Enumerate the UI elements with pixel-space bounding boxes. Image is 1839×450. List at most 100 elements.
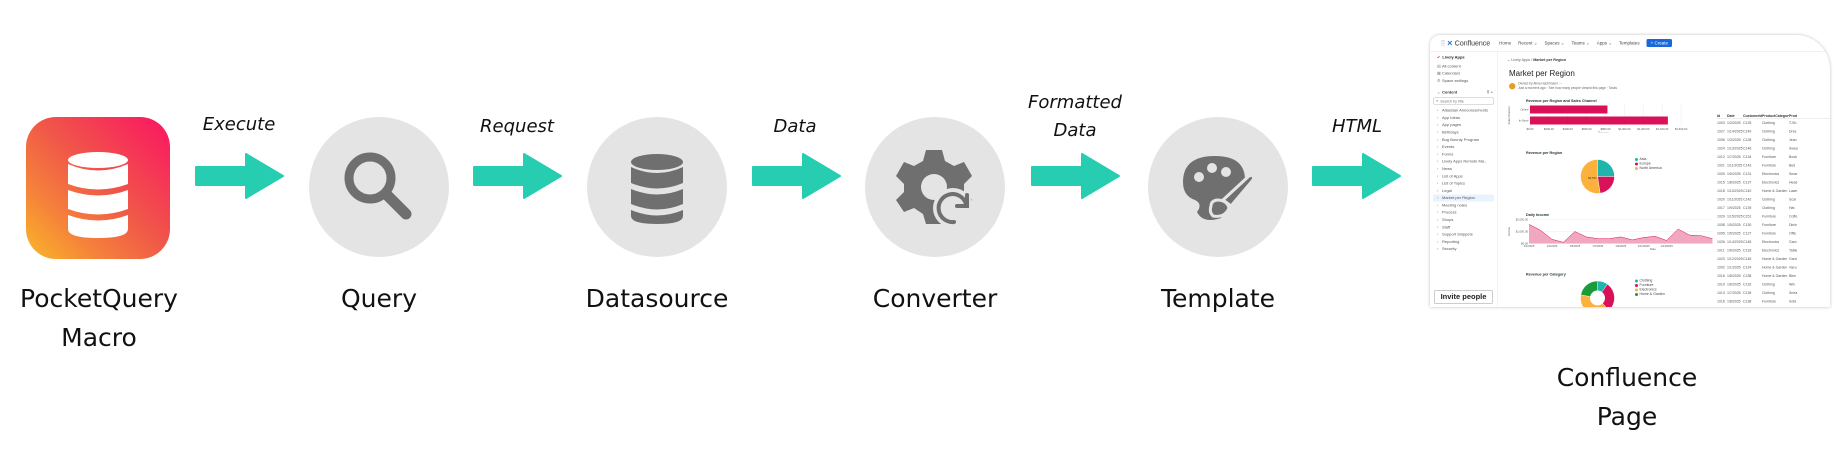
chevron-right-icon[interactable]: › bbox=[1437, 144, 1439, 150]
arrow-request bbox=[473, 153, 562, 199]
sidebar-tree-item[interactable]: ›Process bbox=[1430, 209, 1497, 216]
sidebar: ✔Lively Apps ▤All content ▦Calendars ⚙Sp… bbox=[1430, 51, 1498, 307]
arrow-html bbox=[1312, 153, 1401, 199]
table-cell: 1/11/2025 bbox=[1727, 198, 1743, 202]
chevron-right-icon[interactable]: › bbox=[1437, 239, 1439, 244]
nav-spaces[interactable]: Spaces ⌄ bbox=[1544, 40, 1565, 46]
sidebar-calendars[interactable]: ▦Calendars bbox=[1437, 71, 1461, 76]
nav-recent[interactable]: Recent ⌄ bbox=[1518, 40, 1538, 46]
table-cell: C149 bbox=[1743, 130, 1752, 134]
bar-chart: $0.00$200.00$400.00$600.00$800.00$1,000.… bbox=[1507, 103, 1688, 133]
tree-item-label: Meeting notes bbox=[1442, 202, 1468, 208]
column-header: Date bbox=[1727, 114, 1735, 119]
tree-item-label: List of Topics bbox=[1442, 181, 1466, 186]
tree-item-label: Process bbox=[1442, 210, 1457, 215]
area-fill bbox=[1529, 224, 1713, 244]
table-cell: 1/10/2025 bbox=[1727, 189, 1743, 194]
sidebar-tree-item[interactable]: ›Events bbox=[1430, 143, 1497, 150]
content-section-header[interactable]: ⌄Content⊽ + bbox=[1437, 89, 1493, 95]
sidebar-tree-item[interactable]: ›Meeting notes bbox=[1430, 202, 1497, 209]
sidebar-tree-item[interactable]: ›News bbox=[1430, 165, 1497, 172]
table-cell: 1/5/2025 bbox=[1727, 223, 1741, 228]
table-cell: C137 bbox=[1743, 181, 1752, 185]
label-line: PocketQuery bbox=[20, 284, 178, 313]
breadcrumb-space[interactable]: Lively Apps bbox=[1511, 57, 1531, 63]
chevron-right-icon[interactable]: › bbox=[1437, 188, 1439, 193]
chevron-right-icon[interactable]: › bbox=[1437, 122, 1439, 128]
chevron-right-icon[interactable]: › bbox=[1437, 115, 1439, 120]
nav-home[interactable]: Home bbox=[1499, 40, 1512, 46]
breadcrumb-page[interactable]: Market per Region bbox=[1533, 57, 1567, 63]
chevron-right-icon[interactable]: › bbox=[1437, 232, 1439, 237]
chevron-right-icon[interactable]: › bbox=[1437, 129, 1439, 135]
chevron-right-icon[interactable]: › bbox=[1437, 202, 1439, 208]
legend-item: North America bbox=[1635, 166, 1662, 171]
table-cell: C125 bbox=[1743, 121, 1752, 126]
legend-label: Electronics bbox=[1639, 288, 1657, 292]
sidebar-tree-item[interactable]: ›Atlassian Announcements bbox=[1430, 107, 1497, 114]
sidebar-tree-item[interactable]: ›App Ideas bbox=[1430, 114, 1497, 121]
table-cell: Furniture bbox=[1762, 232, 1777, 236]
sidebar-tree-item[interactable]: ›Reporting bbox=[1430, 238, 1497, 245]
query-label: Query bbox=[341, 284, 417, 313]
sidebar-tree-item[interactable]: ›Security bbox=[1430, 245, 1497, 252]
table-cell: C146 bbox=[1743, 147, 1752, 151]
table-cell: Furniture bbox=[1762, 223, 1777, 228]
sidebar-tree-item[interactable]: ›Support Snippets bbox=[1430, 231, 1497, 238]
sidebar-tree-item[interactable]: ›App pages bbox=[1430, 121, 1497, 128]
sidebar-tree-item[interactable]: ›Birthdays bbox=[1430, 129, 1497, 136]
sidebar-tree-item[interactable]: ›Bug Bounty Program bbox=[1430, 136, 1497, 143]
y-tick-label: $1,000.00 bbox=[1516, 230, 1529, 234]
sidebar-all-content[interactable]: ▤All content bbox=[1437, 63, 1461, 69]
breadcrumb: ⌄ Lively Apps / Market per Region bbox=[1507, 57, 1567, 63]
chevron-right-icon[interactable]: › bbox=[1437, 166, 1439, 171]
chevron-right-icon[interactable]: › bbox=[1437, 246, 1439, 252]
nav-templates[interactable]: Templates bbox=[1619, 40, 1640, 46]
chevron-right-icon[interactable]: › bbox=[1437, 217, 1439, 223]
chevron-right-icon[interactable]: › bbox=[1437, 210, 1439, 215]
sidebar-tree-item[interactable]: ›Forms bbox=[1430, 150, 1497, 157]
sidebar-tree-item[interactable]: ›Legal bbox=[1430, 187, 1497, 194]
chevron-right-icon[interactable]: › bbox=[1437, 173, 1439, 179]
chevron-right-icon[interactable]: › bbox=[1437, 224, 1439, 230]
confluence-header: ⁞⁞✕Confluence Home Recent ⌄ Spaces ⌄ Tea… bbox=[1430, 35, 1830, 52]
sidebar-tree-item[interactable]: ›Staff bbox=[1430, 223, 1497, 230]
sidebar-tree-item[interactable]: ›Lively Apps Remote Ma... bbox=[1430, 158, 1497, 165]
space-name-text: Lively Apps bbox=[1442, 54, 1465, 60]
sidebar-space-settings[interactable]: ⚙Space settings bbox=[1437, 78, 1469, 83]
x-tick-label: 1/1/2025 bbox=[1524, 244, 1535, 248]
search-input[interactable]: ⌕Search by title bbox=[1433, 97, 1494, 105]
chevron-right-icon[interactable]: › bbox=[1437, 137, 1439, 142]
chevron-right-icon[interactable]: › bbox=[1437, 159, 1439, 164]
nav-apps[interactable]: Apps ⌄ bbox=[1596, 40, 1613, 46]
space-name[interactable]: ✔Lively Apps bbox=[1437, 54, 1465, 60]
x-tick-label: 1/13/2025 bbox=[1661, 244, 1674, 248]
datasource-label: Datasource bbox=[585, 284, 729, 313]
chevron-right-icon[interactable]: › bbox=[1437, 181, 1439, 186]
bar-chart-title: Revenue per Region and Sales Channel bbox=[1526, 98, 1597, 104]
sidebar-tree-item[interactable]: ›Market per Region bbox=[1433, 194, 1494, 202]
sidebar-tree-item[interactable]: ›List of Topics bbox=[1430, 180, 1497, 187]
table-cell: C134 bbox=[1743, 155, 1752, 160]
table-cell: Clothing bbox=[1762, 291, 1775, 296]
chevron-right-icon[interactable]: › bbox=[1437, 195, 1439, 201]
sidebar-tree-item[interactable]: ›List of Apps bbox=[1430, 172, 1497, 179]
create-button[interactable]: + Create bbox=[1646, 39, 1672, 47]
avatar bbox=[1509, 83, 1516, 90]
chevron-right-icon[interactable]: › bbox=[1437, 108, 1439, 113]
legend-label: North America bbox=[1639, 166, 1662, 171]
sidebar-tree-item[interactable]: ›Shops bbox=[1430, 216, 1497, 223]
table-cell: C130 bbox=[1743, 223, 1752, 228]
x-tick-label: 1/7/2025 bbox=[1592, 244, 1603, 248]
tree-item-label: Birthdays bbox=[1442, 129, 1459, 135]
invite-people-button[interactable]: Invite people bbox=[1434, 290, 1493, 304]
table-cell: 1018 bbox=[1717, 189, 1725, 194]
nav-teams[interactable]: Teams ⌄ bbox=[1571, 40, 1590, 46]
table-cell: 1012 bbox=[1717, 155, 1725, 160]
x-tick-label: 1/11/2025 bbox=[1638, 244, 1651, 248]
chevron-right-icon[interactable]: › bbox=[1437, 151, 1439, 157]
